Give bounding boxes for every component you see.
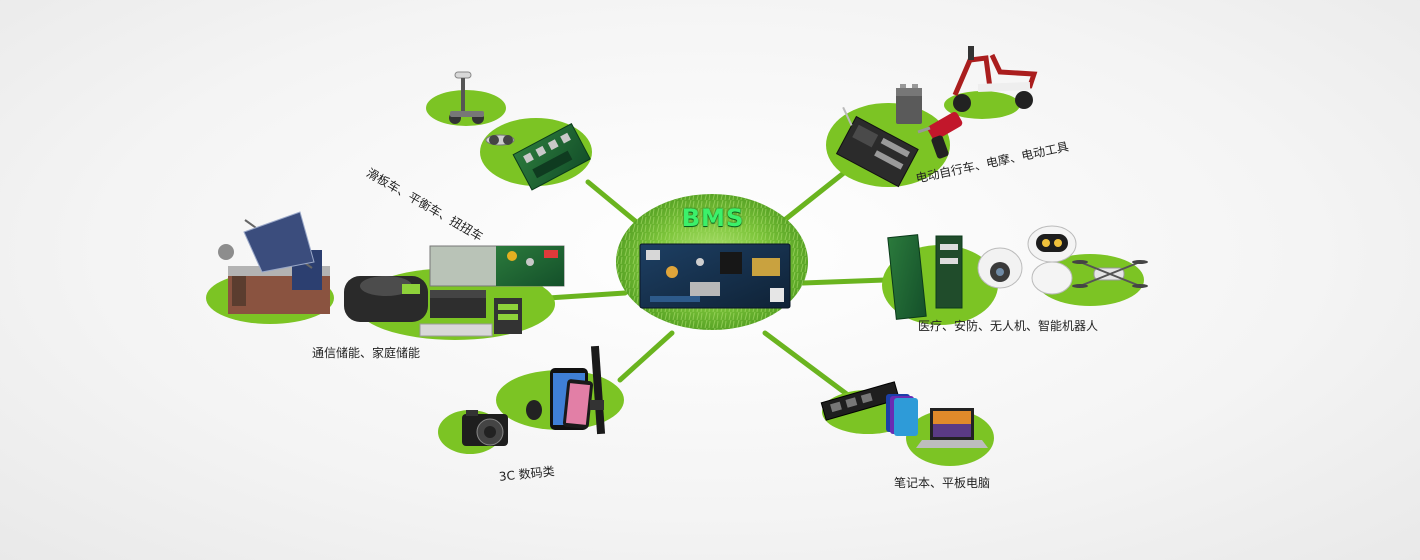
leaf-medical bbox=[882, 225, 1148, 325]
smart-robot-image bbox=[1027, 225, 1077, 295]
leaf-blob-small bbox=[426, 90, 506, 126]
flex-cable-image bbox=[590, 345, 606, 435]
tablet-image bbox=[886, 394, 918, 436]
solar-house-image bbox=[218, 211, 330, 314]
earbuds-image bbox=[526, 400, 542, 420]
laptop-image bbox=[916, 408, 988, 448]
leaf-ebike bbox=[826, 46, 1038, 188]
battery-module-image bbox=[494, 298, 522, 334]
electric-motorcycle-image bbox=[952, 46, 1038, 112]
connector-3c bbox=[617, 330, 675, 383]
center-title: BMS bbox=[681, 204, 745, 232]
security-camera-image bbox=[977, 247, 1023, 289]
hoverboard-image bbox=[485, 134, 515, 146]
scooter-bms-board-image bbox=[512, 122, 591, 191]
power-drill-image bbox=[917, 112, 963, 159]
storage-bms-board-image bbox=[429, 245, 565, 287]
leaf-laptop bbox=[820, 381, 994, 466]
medical-bms-board-image bbox=[887, 234, 963, 320]
connector-ebike bbox=[779, 165, 853, 225]
battery-image bbox=[896, 84, 922, 124]
drone-image bbox=[1072, 260, 1148, 288]
label-storage: 通信储能、家庭储能 bbox=[312, 346, 421, 360]
inverter-box-image bbox=[419, 290, 493, 337]
leaf-3c bbox=[438, 345, 624, 454]
leaf-scooter bbox=[426, 71, 592, 191]
camera-image bbox=[462, 410, 508, 446]
smartphone-image bbox=[550, 368, 594, 430]
connector-storage bbox=[545, 290, 628, 301]
label-laptop: 笔记本、平板电脑 bbox=[894, 476, 991, 490]
balance-scooter-image bbox=[449, 71, 484, 124]
center-bms-board-image bbox=[639, 243, 791, 309]
connector-lines bbox=[545, 165, 888, 401]
laptop-bms-board-image bbox=[820, 381, 900, 421]
portable-power-station-image bbox=[344, 276, 428, 322]
label-medical: 医疗、安防、无人机、智能机器人 bbox=[918, 319, 1099, 333]
ebike-bms-board-image bbox=[835, 106, 919, 188]
connector-laptop bbox=[762, 330, 855, 401]
center-bms-hub bbox=[616, 194, 808, 330]
leaf-storage bbox=[206, 211, 565, 340]
connector-scooter bbox=[585, 179, 643, 228]
connector-medical bbox=[800, 277, 888, 286]
